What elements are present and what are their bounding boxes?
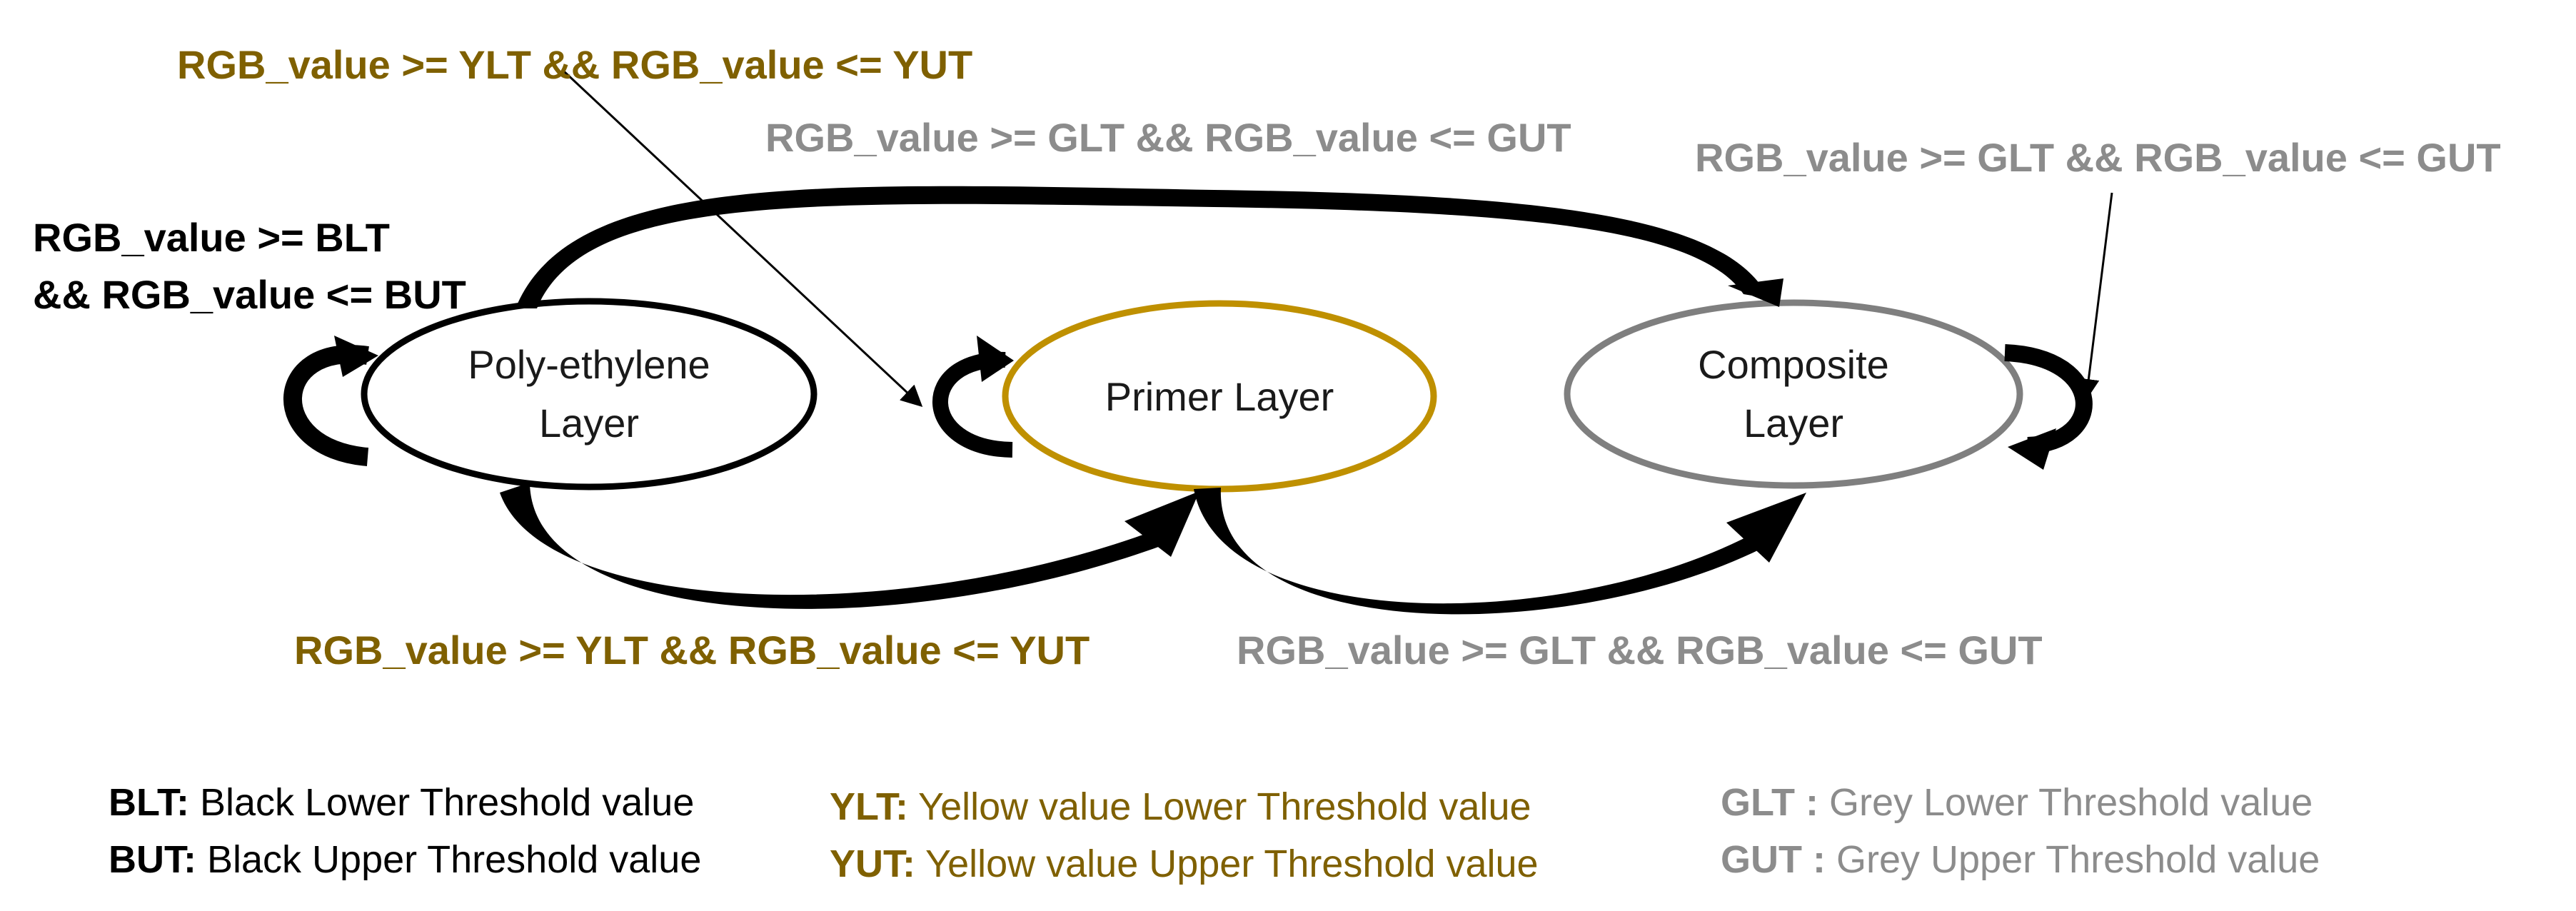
node-polyethylene-label-line1: Poly-ethylene	[468, 342, 710, 387]
node-composite-label-line2: Layer	[1744, 401, 1843, 446]
legend-black-row-1: BLT: Black Lower Threshold value	[109, 781, 694, 824]
condition-primer-self: RGB_value >= YLT && RGB_value <= YUT	[177, 42, 972, 87]
pointer-composite-self	[2078, 192, 2113, 401]
node-primer: Primer Layer	[1002, 300, 1437, 493]
node-polyethylene: Poly-ethylene Layer	[361, 298, 817, 490]
legend: BLT: Black Lower Threshold value BUT: Bl…	[109, 781, 2320, 885]
node-composite: Composite Layer	[1564, 299, 2023, 489]
legend-yellow-row-2: YUT: Yellow value Upper Threshold value	[830, 842, 1539, 885]
condition-poly-self-line2: && RGB_value <= BUT	[33, 272, 466, 317]
arrow-poly-to-composite	[515, 186, 1783, 308]
node-composite-label-line1: Composite	[1698, 342, 1889, 387]
legend-black-row-2: BUT: Black Upper Threshold value	[109, 838, 701, 881]
legend-grey-row-1: GLT : Grey Lower Threshold value	[1721, 781, 2313, 824]
condition-primer-to-composite: RGB_value >= GLT && RGB_value <= GUT	[1237, 628, 2043, 673]
node-polyethylene-ellipse	[361, 298, 817, 490]
condition-composite-self: RGB_value >= GLT && RGB_value <= GUT	[1695, 135, 2501, 180]
arrow-poly-to-primer	[500, 483, 1199, 609]
self-loop-polyethylene	[283, 336, 378, 466]
legend-grey-row-2: GUT : Grey Upper Threshold value	[1721, 838, 2320, 881]
legend-yellow-row-1: YLT: Yellow value Lower Threshold value	[830, 785, 1531, 828]
node-polyethylene-label-line2: Layer	[539, 401, 639, 446]
self-loop-primer	[932, 336, 1014, 458]
condition-poly-to-composite: RGB_value >= GLT && RGB_value <= GUT	[765, 115, 1571, 160]
condition-poly-self-line1: RGB_value >= BLT	[33, 215, 390, 260]
arrow-primer-to-composite	[1194, 488, 1806, 615]
pointer-primer-self	[563, 70, 923, 408]
node-primer-label: Primer Layer	[1105, 374, 1334, 419]
node-composite-ellipse	[1564, 299, 2023, 489]
condition-poly-to-primer: RGB_value >= YLT && RGB_value <= YUT	[294, 628, 1090, 673]
